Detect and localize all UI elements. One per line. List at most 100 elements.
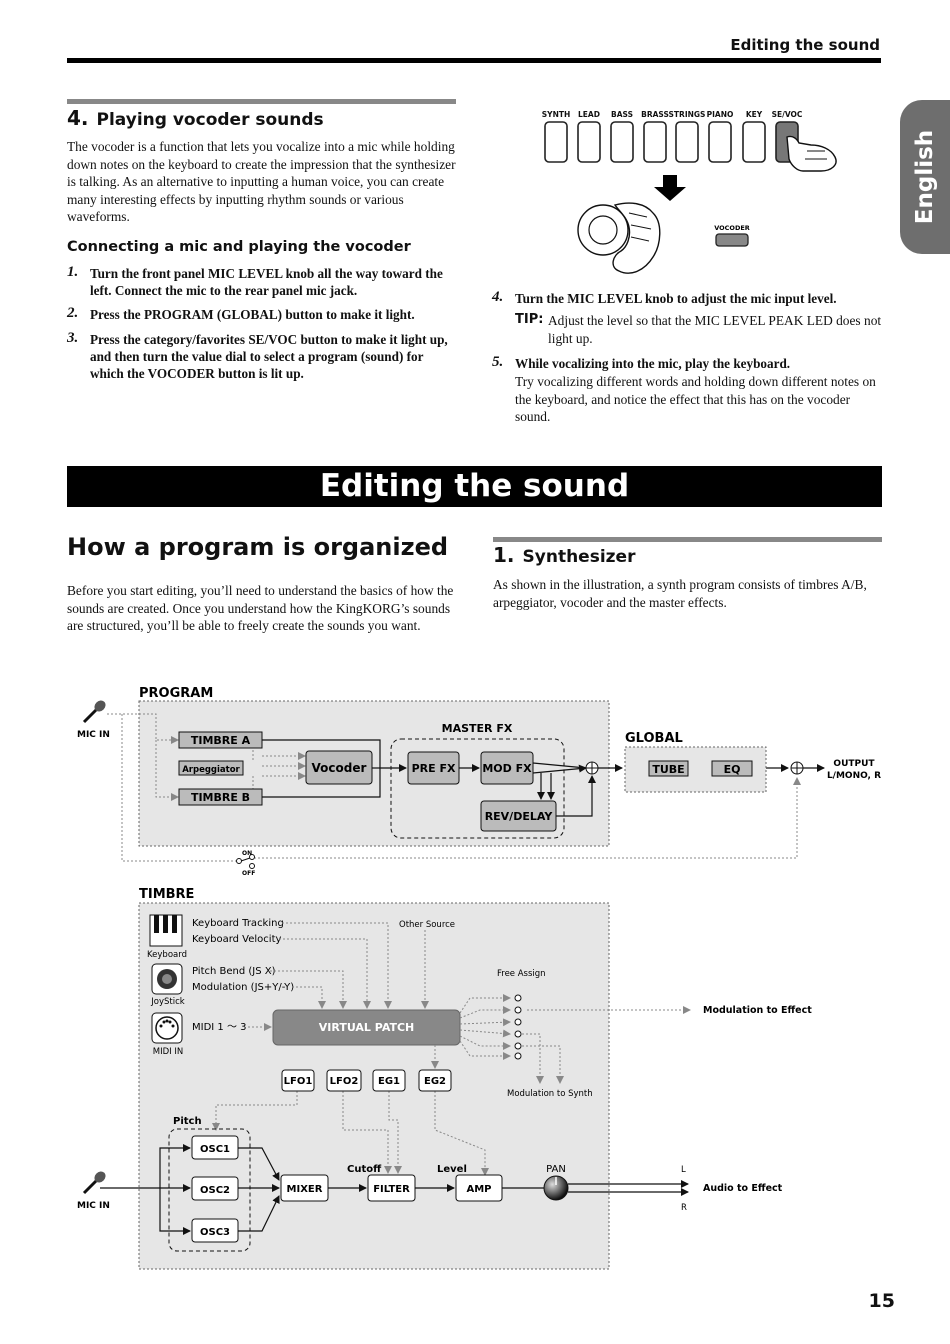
step-4: 4. Turn the MIC LEVEL knob to adjust the… [492, 289, 885, 307]
mic-in-label-2: MIC IN [77, 1201, 110, 1211]
keyboard-label: Keyboard [147, 950, 187, 960]
panel-button-piano[interactable] [708, 121, 732, 163]
turning-hand-fingers-icon [628, 212, 652, 242]
lfo2-box[interactable] [326, 1069, 362, 1092]
panel-button-synth[interactable] [544, 121, 568, 163]
osc2-label: OSC2 [200, 1185, 230, 1196]
tube-box[interactable] [648, 760, 689, 777]
eq-box[interactable] [711, 760, 753, 777]
step-2: 2. Press the PROGRAM (GLOBAL) button to … [67, 305, 455, 323]
section-rule [67, 99, 456, 104]
audio-to-effect-label: Audio to Effect [703, 1183, 783, 1194]
step-3: 3. Press the category/favorites SE/VOC b… [67, 330, 458, 382]
virtual-patch-label: VIRTUAL PATCH [319, 1021, 415, 1034]
eq-label: EQ [724, 763, 741, 776]
section-number: 4. [67, 106, 89, 130]
step-number: 2. [67, 305, 79, 321]
output-label: OUTPUT [833, 759, 875, 769]
keyboard-icon [149, 914, 183, 947]
panel-label-piano: PIANO [707, 110, 734, 119]
on-off-switch-icon[interactable] [236, 854, 255, 869]
other-source-label: Other Source [399, 920, 455, 930]
step-text: Press the PROGRAM (GLOBAL) button to mak… [90, 307, 415, 322]
level-label: Level [437, 1164, 467, 1175]
running-header: Editing the sound [730, 36, 880, 54]
lfo2-label: LFO2 [330, 1076, 359, 1087]
right-channel-label: R [681, 1203, 687, 1213]
header-rule [67, 58, 881, 63]
panel-button-brass[interactable] [643, 121, 667, 163]
tube-label: TUBE [652, 763, 684, 776]
eg2-box[interactable] [418, 1069, 452, 1092]
section-title: Synthesizer [522, 547, 636, 567]
osc1-label: OSC1 [200, 1144, 230, 1155]
master-fx-label: MASTER FX [442, 722, 513, 735]
mod-to-effect-label: Modulation to Effect [703, 1005, 812, 1016]
pitch-bend-label: Pitch Bend (JS X) [192, 966, 276, 977]
organized-heading: How a program is organized [67, 533, 449, 561]
panel-button-strings[interactable] [675, 121, 699, 163]
arpeggiator-label: Arpeggiator [182, 765, 240, 775]
arpeggiator-box[interactable] [178, 760, 244, 776]
pressing-hand-icon [786, 135, 837, 172]
down-arrow-icon [654, 175, 686, 201]
panel-label-key: KEY [746, 110, 763, 119]
dial-center-icon [588, 215, 618, 245]
free-assign-label: Free Assign [497, 969, 546, 979]
hand-fingers-icon [805, 150, 827, 160]
panel-button-lead[interactable] [577, 121, 601, 163]
mod-fx-box[interactable] [480, 751, 534, 785]
switch-off-label: OFF [242, 870, 255, 877]
panel-button-key[interactable] [742, 121, 766, 163]
vocoder-box-label: Vocoder [312, 761, 367, 775]
organized-paragraph: Before you start editing, you’ll need to… [67, 583, 454, 634]
step-5: 5. While vocalizing into the mic, play t… [492, 354, 885, 426]
mic-icon [82, 700, 106, 724]
panel-illustration: SYNTH LEAD BASS BRASS STRINGS PIANO KEY … [542, 110, 837, 274]
panel-label-brass: BRASS [641, 110, 669, 119]
output-channels-label: L/MONO, R [827, 771, 881, 781]
chapter-banner: Editing the sound [67, 466, 882, 507]
step-text: Press the category/favorites SE/VOC butt… [90, 332, 448, 381]
section-rule [493, 537, 882, 542]
joystick-label: JoyStick [150, 997, 185, 1007]
step-detail: Try vocalizing different words and holdi… [515, 374, 876, 425]
section-number: 1. [493, 543, 515, 567]
mod-fx-label: MOD FX [482, 762, 532, 775]
intro-paragraph: The vocoder is a function that lets you … [67, 139, 456, 225]
keyboard-velocity-label: Keyboard Velocity [192, 934, 281, 945]
pitch-label: Pitch [173, 1116, 202, 1127]
keyboard-tracking-label: Keyboard Tracking [192, 918, 284, 929]
amp-label: AMP [466, 1184, 491, 1195]
step-text: Turn the front panel MIC LEVEL knob all … [90, 266, 443, 298]
midi-channels-label: MIDI 1 〜 3 [192, 1022, 247, 1033]
pan-label: PAN [546, 1164, 566, 1175]
eg2-label: EG2 [424, 1076, 446, 1087]
step-number: 1. [67, 264, 79, 280]
timbre-label: TIMBRE [139, 887, 194, 902]
timbre-b-label: TIMBRE B [191, 791, 250, 804]
eg1-label: EG1 [378, 1076, 400, 1087]
tip: TIP: Adjust the level so that the MIC LE… [515, 312, 885, 347]
panel-label-sevoc: SE/VOC [772, 110, 803, 119]
virtual-patch-box[interactable] [272, 1009, 461, 1046]
pre-fx-label: PRE FX [412, 762, 456, 775]
program-label: PROGRAM [139, 686, 213, 701]
language-tab: English [900, 100, 950, 254]
step-number: 4. [492, 289, 504, 305]
panel-button-bass[interactable] [610, 121, 634, 163]
cutoff-label: Cutoff [347, 1164, 382, 1175]
global-label: GLOBAL [625, 731, 683, 746]
rev-delay-label: REV/DELAY [485, 810, 554, 823]
section-heading: 4. Playing vocoder sounds [67, 106, 324, 130]
osc3-label: OSC3 [200, 1227, 230, 1238]
mic-in-label: MIC IN [77, 730, 110, 740]
section-title: Playing vocoder sounds [96, 110, 324, 130]
eg1-box[interactable] [372, 1069, 406, 1092]
vocoder-button[interactable] [715, 233, 749, 247]
synth-paragraph: As shown in the illustration, a synth pr… [493, 577, 867, 610]
master-fx-group [390, 738, 565, 839]
lfo1-box[interactable] [281, 1069, 315, 1092]
step-text: Turn the MIC LEVEL knob to adjust the mi… [515, 291, 837, 306]
